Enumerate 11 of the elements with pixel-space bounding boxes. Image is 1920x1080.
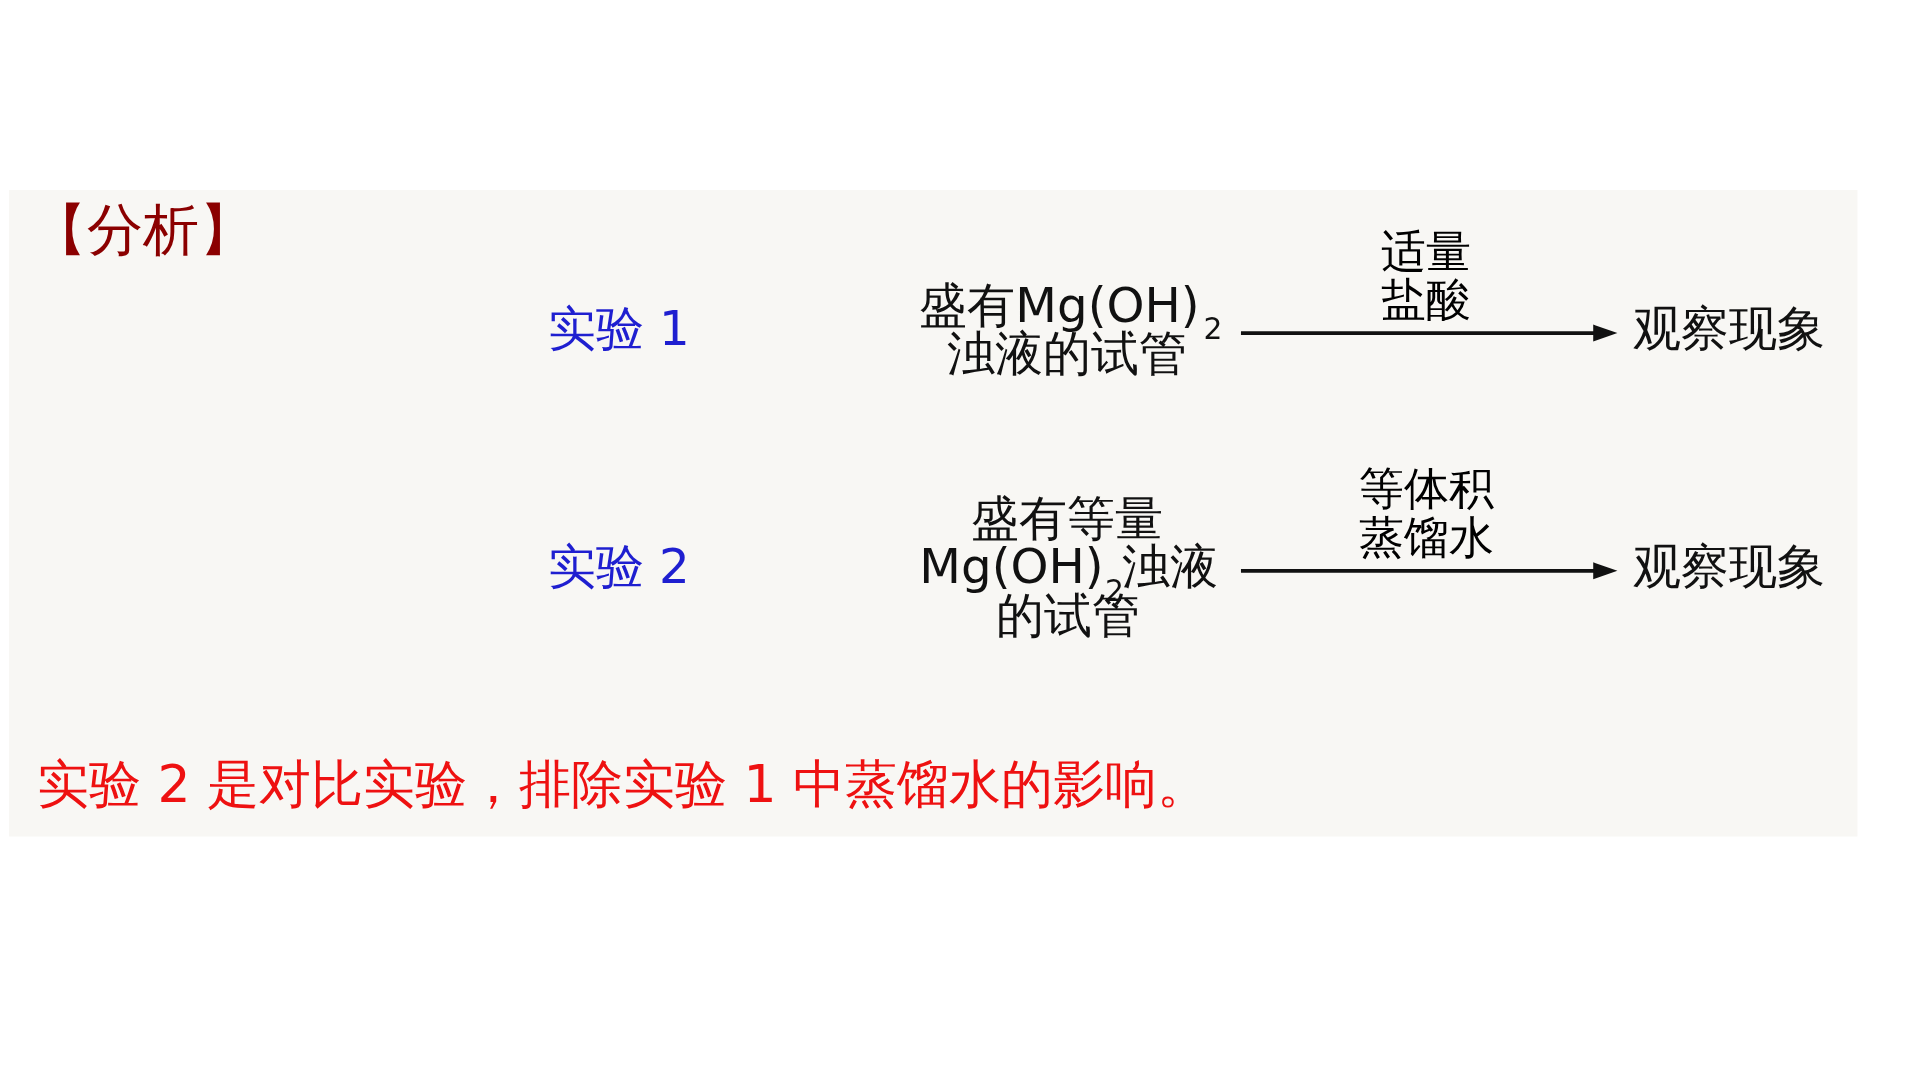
arrow bbox=[1240, 324, 1618, 342]
node-text: 观察现象 bbox=[1632, 537, 1825, 594]
edge-label: 适量盐酸 bbox=[1380, 225, 1471, 326]
edge-label: 等体积蒸馏水 bbox=[1358, 463, 1494, 564]
arrow bbox=[1240, 562, 1618, 580]
label: 实验 1 bbox=[547, 299, 690, 356]
label: 实验 2 是对比实验，排除实验 1 中蒸馏水的影响。 bbox=[36, 753, 1210, 814]
node-text: 观察现象 bbox=[1632, 299, 1825, 356]
diagram-title: 【分析】 bbox=[31, 197, 256, 263]
label: 实验 2 bbox=[547, 537, 690, 594]
node-text: 盛有Mg(OH)$_{2}$浊液的试管 bbox=[919, 276, 1223, 381]
